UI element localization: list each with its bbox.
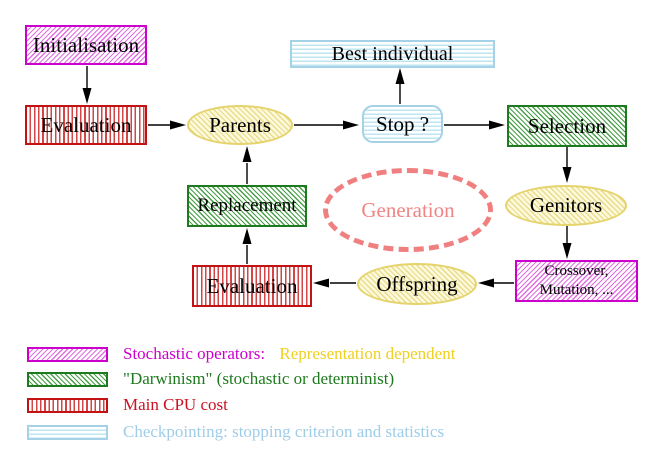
legend-swatch-darwinism xyxy=(27,371,108,387)
node-selection-label: Selection xyxy=(527,113,607,138)
node-offspring-label: Offspring xyxy=(376,271,458,296)
arrow-evaluation-to-replacement xyxy=(242,228,252,264)
node-offspring: Offspring xyxy=(357,263,477,305)
node-stop: Stop ? xyxy=(362,105,443,143)
legend-row-stochastic: Stochastic operators: Representation dep… xyxy=(27,344,455,364)
legend-representation-label: Representation dependent xyxy=(279,344,456,363)
legend-row-darwinism: "Darwinism" (stochastic or determinist) xyxy=(27,369,395,388)
node-replacement-label: Replacement xyxy=(197,195,297,217)
node-stop-label: Stop ? xyxy=(375,111,430,136)
node-generation: Generation xyxy=(323,168,493,252)
node-genitors-label: Genitors xyxy=(529,193,603,218)
node-evaluation-top-label: Evaluation xyxy=(40,112,132,137)
legend-cpu-label: Main CPU cost xyxy=(123,395,228,414)
arrow-stop-to-selection xyxy=(444,120,505,130)
legend-checkpointing-label: Checkpointing: stopping criterion and st… xyxy=(123,422,445,441)
node-best-individual: Best individual xyxy=(290,40,495,68)
legend-stochastic-label: Stochastic operators: xyxy=(123,344,266,363)
node-genitors: Genitors xyxy=(505,185,627,226)
node-parents-label: Parents xyxy=(209,112,271,137)
arrow-evaluation-to-parents xyxy=(148,120,186,130)
node-evaluation-bottom-label: Evaluation xyxy=(206,273,298,298)
legend-darwinism-label: "Darwinism" (stochastic or determinist) xyxy=(123,369,395,388)
node-generation-label: Generation xyxy=(361,197,455,222)
legend-row-cpu-cost: Main CPU cost xyxy=(27,395,228,414)
legend-row-checkpointing: Checkpointing: stopping criterion and st… xyxy=(27,422,445,441)
node-crossover-line2: Mutation, ... xyxy=(539,282,614,298)
arrow-offspring-to-evaluation xyxy=(313,278,356,288)
node-replacement: Replacement xyxy=(187,185,307,227)
node-crossover-line1: Crossover, xyxy=(544,263,609,279)
legend-text-stochastic: Stochastic operators: Representation dep… xyxy=(123,344,455,364)
arrow-stop-to-best-individual xyxy=(395,68,405,104)
arrow-selection-to-genitors xyxy=(562,147,572,183)
legend-swatch-checkpointing xyxy=(27,424,108,440)
node-best-individual-label: Best individual xyxy=(331,42,454,65)
node-initialisation: Initialisation xyxy=(25,25,147,65)
arrow-genitors-to-crossover xyxy=(562,226,572,259)
node-selection: Selection xyxy=(507,105,627,147)
arrow-initialisation-to-evaluation xyxy=(82,66,92,104)
node-crossover-mutation: Crossover, Mutation, ... xyxy=(515,260,638,302)
legend-swatch-cpu-cost xyxy=(27,397,108,413)
node-initialisation-label: Initialisation xyxy=(32,32,140,57)
node-evaluation-top: Evaluation xyxy=(25,105,147,145)
node-parents: Parents xyxy=(187,105,293,145)
arrow-parents-to-stop xyxy=(294,120,359,130)
legend-swatch-stochastic-operators xyxy=(27,346,108,362)
arrow-replacement-to-parents xyxy=(242,146,252,184)
arrow-crossover-to-offspring xyxy=(478,278,514,288)
node-evaluation-bottom: Evaluation xyxy=(192,265,312,307)
